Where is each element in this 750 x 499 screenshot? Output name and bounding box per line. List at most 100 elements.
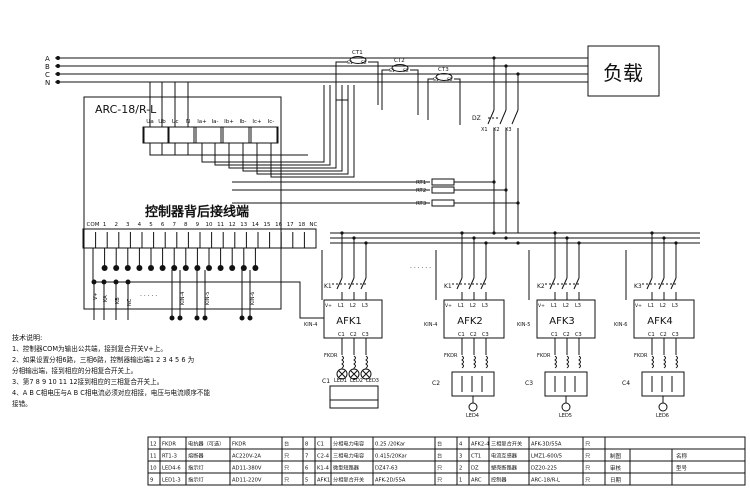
afk-pin-label: L1 [551, 303, 557, 309]
afk-vplus-label: V+ [325, 303, 332, 309]
kin-lead-label: KIN-5 [205, 292, 211, 305]
voltage-sense-wire [187, 143, 308, 156]
afk-pin-label: C1 [338, 332, 345, 338]
lead-label: KB [115, 297, 121, 304]
led-cross [338, 370, 346, 378]
output-terminal-label: COM [87, 222, 100, 228]
fuse-body [431, 199, 455, 207]
junction-dot [340, 231, 344, 235]
led-cross [362, 370, 370, 378]
bom-right-cell: AFK2-4 [471, 442, 490, 448]
reactor-coil [554, 355, 557, 369]
reactor-coil [341, 355, 344, 369]
phase-label-c: C [45, 71, 50, 79]
bom-left-cell: LED1-3 [162, 478, 181, 484]
reactor-coil [473, 355, 476, 369]
ct-signal-wire [228, 85, 337, 169]
output-terminal-label: 11 [217, 222, 224, 228]
k-contact [670, 277, 677, 290]
bom-left-cell: 指示灯 [188, 464, 204, 472]
led-cross [350, 370, 358, 378]
controller-model-label: ARC-18/R-L [95, 103, 157, 116]
capacitor-bank [641, 371, 685, 397]
output-terminal-dot [159, 265, 166, 271]
notes-title: 技术说明: [12, 334, 43, 342]
fuse-label: RT2 [416, 188, 426, 194]
ct-name-label: CT1 [352, 50, 363, 56]
afk-pin-label: L1 [458, 303, 464, 309]
reactor-coil [651, 355, 654, 369]
ct-terminal-label: S2 [403, 68, 409, 74]
bom-mid-cell: 三相电力电容 [333, 452, 364, 460]
ct-terminal-label: S2 [361, 60, 367, 66]
afk-pin-label: C3 [672, 332, 679, 338]
reactor-coil [365, 355, 368, 369]
ellipsis-dots: · · · · · · [410, 265, 431, 272]
lead-dot [177, 315, 183, 321]
junction-dot [492, 231, 496, 235]
junction-dot [553, 231, 557, 235]
ct-wire [427, 78, 434, 120]
output-terminal-dot [252, 265, 259, 271]
junction-dot [565, 236, 569, 240]
output-terminal-label: 2 [114, 222, 118, 228]
lead-label: V+ [93, 292, 99, 300]
ct-name-label: CT2 [394, 58, 405, 64]
junction-dot [650, 231, 654, 235]
breaker-k-label: K3 [634, 283, 642, 290]
output-terminal-label: 17 [287, 222, 294, 228]
output-terminal-label: 14 [252, 222, 259, 228]
bom-mid-cell: 台 [437, 440, 442, 448]
bom-mid-cell: 5 [305, 478, 308, 484]
led-lamp [561, 402, 571, 412]
ct-wire [454, 78, 461, 125]
breaker-contact [511, 109, 519, 125]
bom-right-cell: 控制器 [491, 476, 507, 484]
bom-mid-cell: 台 [437, 452, 442, 460]
led-label: LED6 [656, 413, 669, 419]
bom-left-cell: 只 [284, 453, 289, 460]
afk-switch-box [323, 299, 383, 339]
cap-return [329, 398, 379, 409]
k-contact [468, 277, 475, 290]
load-label: 负载 [603, 61, 643, 85]
reactor-coil [461, 355, 464, 369]
input-terminal-label: Ia+ [197, 119, 207, 125]
output-terminal-dot [229, 265, 236, 271]
afk-switch-box [536, 299, 596, 339]
led-label: LED1 [334, 378, 347, 384]
wiring-lines [55, 57, 745, 485]
title-block-label: 型号 [676, 464, 688, 472]
k-contact [658, 277, 665, 290]
input-terminal-label: Ia- [212, 119, 219, 125]
bom-mid-cell: 分相电力电容 [333, 440, 364, 448]
bom-mid-cell: DZ47-63 [375, 466, 398, 472]
output-terminal-label: 5 [149, 222, 153, 228]
bom-left-cell: 只 [284, 477, 289, 484]
bom-left-cell: AD11-380V [232, 466, 262, 472]
k-contact [336, 277, 343, 290]
input-terminal-label: Ic- [268, 119, 275, 125]
bom-mid-cell: C1 [317, 442, 324, 448]
ct-signal-wire [256, 85, 349, 175]
led-lamp [658, 402, 668, 412]
lead-label: NC [127, 298, 133, 306]
output-terminal-label: NC [309, 222, 317, 228]
bom-mid-cell: AFK1 [317, 478, 330, 484]
junction-dot [516, 201, 520, 205]
reactor-coil [485, 355, 488, 369]
bom-left-cell: RT1-3 [162, 454, 177, 460]
output-terminal-label: 12 [229, 222, 236, 228]
note-line: 接错。 [12, 400, 32, 408]
bom-right-cell: ARC-18/R-L [531, 478, 560, 484]
bom-mid-cell: 6 [305, 466, 308, 472]
afk-vplus-label: V+ [635, 303, 642, 309]
reactor-label: FKDR [634, 353, 648, 359]
junction-dot [577, 241, 581, 245]
breaker-pole-label: X1 [481, 127, 488, 133]
output-terminal-strip [82, 228, 317, 249]
output-terminal-label: 18 [298, 222, 305, 228]
bom-right-cell: 2 [459, 466, 462, 472]
junction-dot [352, 236, 356, 240]
